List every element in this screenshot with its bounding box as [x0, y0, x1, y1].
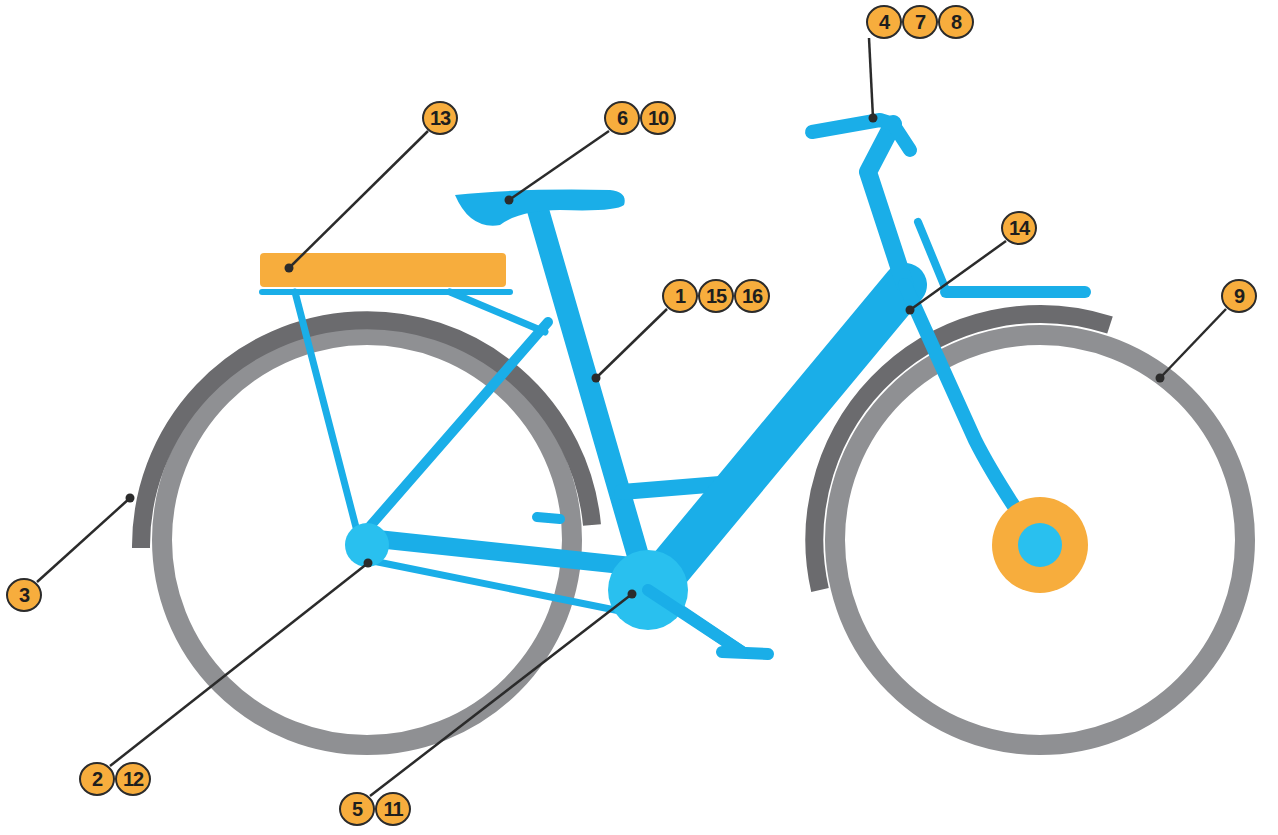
callout-number: 3	[6, 578, 42, 612]
leader-dot	[285, 264, 294, 273]
callout-number: 1	[662, 279, 698, 313]
callout-number: 16	[734, 279, 770, 313]
leader-line	[37, 498, 130, 582]
callout-number: 2	[79, 762, 115, 796]
front-hub	[1018, 523, 1062, 567]
callout-number: 10	[640, 101, 676, 135]
cross-bar	[622, 484, 720, 492]
callout-number: 5	[339, 792, 375, 826]
leader-line	[370, 594, 632, 796]
callout-number: 12	[115, 762, 151, 796]
down-tube	[660, 285, 905, 580]
leader-line	[1160, 309, 1226, 378]
chain-stay-lower	[368, 560, 625, 612]
leader-line	[110, 563, 368, 766]
rack-strut	[295, 292, 358, 535]
stem	[868, 124, 905, 285]
callout-number: 14	[1001, 211, 1037, 245]
seat-stay	[365, 322, 548, 532]
leader-dot	[869, 114, 878, 123]
callout-number: 11	[375, 792, 411, 826]
rack-rail	[262, 289, 510, 295]
front-wheel	[835, 335, 1245, 745]
callout-number: 13	[422, 101, 458, 135]
front-hub-motor	[992, 497, 1088, 593]
pedal	[537, 517, 560, 519]
handlebar	[812, 120, 910, 150]
leader-dot	[628, 590, 637, 599]
front-rack	[946, 286, 1085, 298]
leader-dot	[906, 306, 915, 315]
seat-tube	[538, 210, 645, 580]
front-rack-strut	[918, 222, 946, 290]
leader-dot	[364, 559, 373, 568]
leader-dot	[126, 494, 135, 503]
rear-wheel	[162, 335, 572, 745]
leader-dot	[505, 196, 514, 205]
saddle	[455, 190, 625, 226]
chain-stay	[368, 538, 650, 568]
leader-dot	[1156, 374, 1165, 383]
callout-number: 4	[866, 5, 902, 39]
leader-line	[910, 241, 1006, 310]
callout-number: 8	[938, 5, 974, 39]
leader-dot	[592, 374, 601, 383]
leader-line	[869, 38, 873, 118]
rack-box	[260, 253, 506, 287]
callout-number: 6	[604, 101, 640, 135]
callout-number: 9	[1221, 279, 1257, 313]
crank	[648, 590, 742, 652]
callout-number: 15	[698, 279, 734, 313]
rear-fender	[141, 320, 592, 548]
leader-line	[289, 131, 428, 268]
leader-line	[509, 131, 609, 200]
rack-strut	[450, 292, 545, 332]
rear-hub	[345, 523, 389, 567]
callout-number: 7	[902, 5, 938, 39]
leader-line	[596, 309, 667, 378]
